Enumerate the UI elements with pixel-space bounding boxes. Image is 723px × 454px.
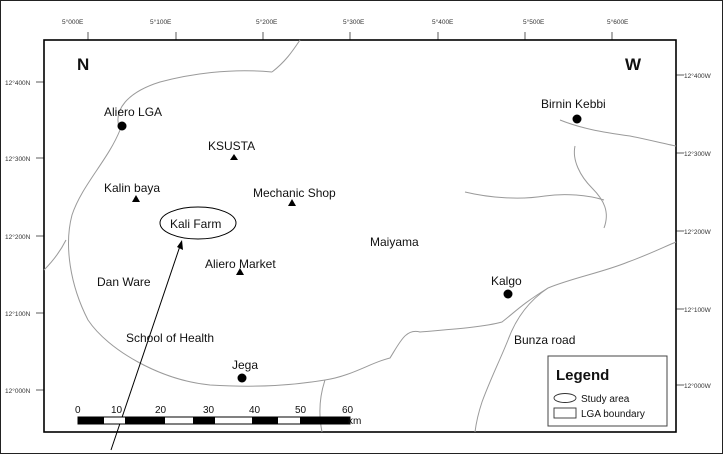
north-east-boundary — [559, 119, 677, 147]
coord-top-5: 5°500E — [523, 18, 545, 26]
mechanic-shop-label: Mechanic Shop — [253, 186, 336, 200]
coord-right-3: 12°100W — [684, 306, 712, 314]
pointer-arrow-icon — [177, 240, 183, 250]
coord-right-2: 12°200W — [684, 228, 712, 236]
kali-farm-study-area — [159, 206, 237, 240]
bunza-road-label: Bunza road — [514, 333, 575, 347]
frame-ticks — [36, 32, 684, 391]
mechanic-shop-triangle-icon — [288, 199, 296, 206]
north-spur — [271, 39, 301, 73]
scale-tick-60: 60 — [342, 405, 354, 416]
kalgo-label: Kalgo — [491, 274, 522, 288]
scale-unit: km — [348, 416, 361, 427]
school-of-health-label: School of Health — [126, 331, 214, 345]
birnin-kebbi-label: Birnin Kebbi — [541, 97, 606, 111]
coord-left-0: 12°400N — [5, 79, 31, 87]
place-labels: Aliero LGA KSUSTA Birnin Kebbi Kalin bay… — [97, 97, 606, 372]
aliero-market-label: Aliero Market — [205, 257, 276, 271]
kalin-baya-triangle-icon — [132, 195, 140, 202]
scale-tick-40: 40 — [249, 405, 261, 416]
coord-left-3: 12°100N — [5, 310, 31, 318]
coord-top-4: 5°400E — [432, 18, 454, 26]
kalgo-marker — [503, 289, 513, 299]
ksusta-label: KSUSTA — [208, 139, 255, 153]
scale-segment-3 — [193, 417, 215, 424]
right-coordinate-labels: 12°400W 12°300W 12°200W 12°100W 12°000W — [684, 72, 712, 390]
north-boundary — [117, 70, 273, 131]
top-coordinate-labels: 5°000E 5°100E 5°200E 5°300E 5°400E 5°500… — [62, 18, 629, 26]
scale-tick-20: 20 — [155, 405, 167, 416]
legend-item-lga-boundary: LGA boundary — [581, 409, 645, 420]
kali-farm-label: Kali Farm — [170, 217, 221, 231]
aliero-lga-label: Aliero LGA — [104, 105, 162, 119]
south-east-boundary — [474, 287, 549, 433]
coord-top-6: 5°600E — [607, 18, 629, 26]
coord-top-2: 5°200E — [256, 18, 278, 26]
scale-tick-0: 0 — [75, 405, 81, 416]
east-inner-boundary — [573, 145, 607, 229]
aliero-lga-marker — [117, 121, 127, 131]
scale-tick-50: 50 — [295, 405, 307, 416]
legend-item-study-area: Study area — [581, 394, 630, 405]
aliero-market-triangle-icon — [236, 268, 244, 275]
coord-left-4: 12°000N — [5, 387, 31, 395]
compass-n-label: N — [77, 55, 89, 74]
kalin-baya-label: Kalin baya — [104, 181, 160, 195]
left-coordinate-labels: 12°400N 12°300N 12°200N 12°100N 12°000N — [5, 79, 31, 395]
legend: Legend Study area LGA boundary — [547, 355, 668, 427]
south-boundary — [319, 379, 326, 433]
west-boundary — [43, 239, 67, 271]
ksusta-triangle-icon — [230, 154, 238, 160]
scale-tick-30: 30 — [203, 405, 215, 416]
coord-top-3: 5°300E — [343, 18, 365, 26]
legend-lga-boundary-swatch — [553, 407, 577, 419]
scale-tick-10: 10 — [111, 405, 123, 416]
birnin-kebbi-marker — [572, 114, 582, 124]
coord-right-0: 12°400W — [684, 72, 712, 80]
coord-left-1: 12°300N — [5, 155, 31, 163]
dan-ware-label: Dan Ware — [97, 275, 151, 289]
east-road-boundary — [464, 191, 605, 201]
study-area-outline — [68, 129, 677, 387]
coord-left-2: 12°200N — [5, 233, 31, 241]
jega-marker — [237, 373, 247, 383]
scale-bar: 0 10 20 30 40 50 60 km — [75, 405, 361, 427]
pointer-line — [110, 245, 181, 451]
lga-boundaries — [43, 39, 677, 433]
coord-top-0: 5°000E — [62, 18, 84, 26]
scale-segment-4 — [252, 417, 278, 424]
coord-right-4: 12°000W — [684, 382, 712, 390]
place-markers — [117, 114, 582, 383]
scale-segment-5 — [300, 417, 350, 424]
coord-right-1: 12°300W — [684, 150, 712, 158]
legend-study-area-swatch — [553, 393, 577, 403]
legend-title: Legend — [556, 367, 609, 384]
coord-top-1: 5°100E — [150, 18, 172, 26]
maiyama-label: Maiyama — [370, 235, 419, 249]
scale-segment-2 — [125, 417, 165, 424]
compass-w-label: W — [625, 55, 642, 74]
scale-segment-1 — [78, 417, 104, 424]
jega-label: Jega — [232, 358, 258, 372]
